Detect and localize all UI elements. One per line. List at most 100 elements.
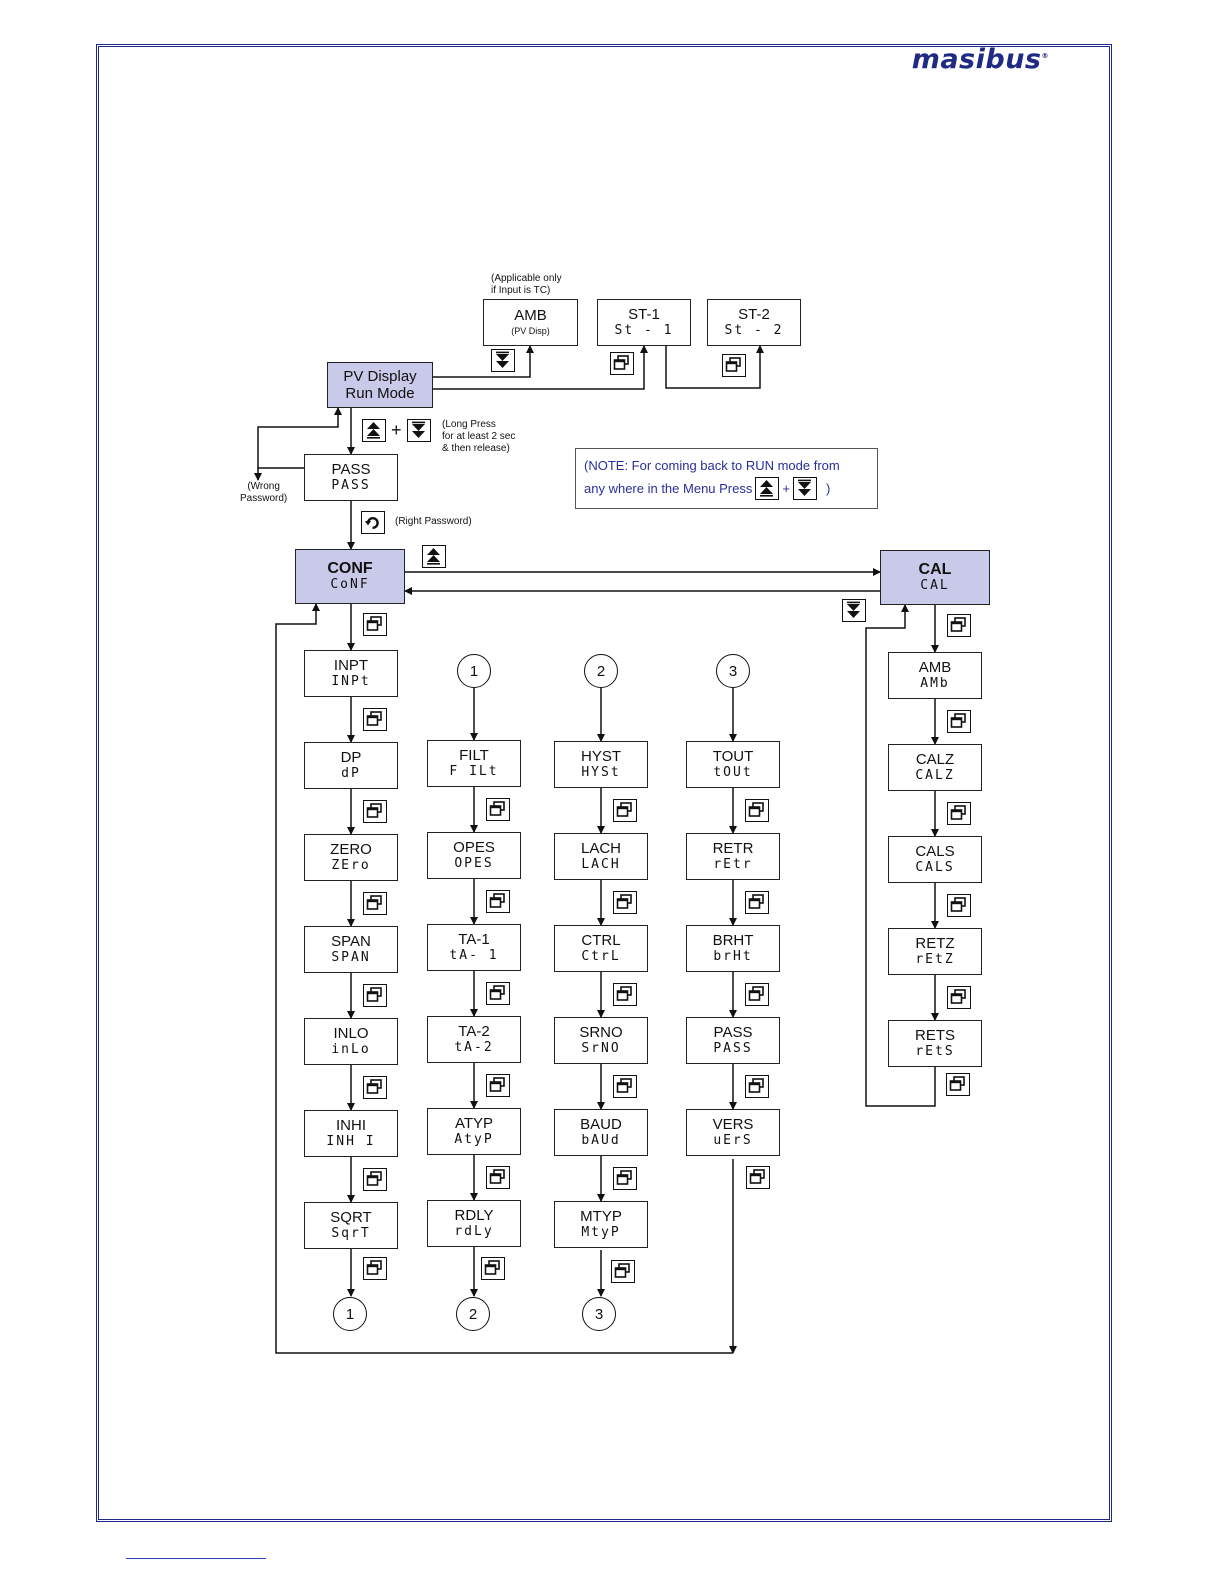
menu-key-icon <box>363 984 387 1007</box>
note-box-plus: + <box>782 481 790 496</box>
param-display-code: rEtS <box>915 1044 955 1059</box>
param-display-code: HYSt <box>581 765 621 780</box>
menu-key-icon <box>947 614 971 637</box>
menu-key-icon <box>613 1075 637 1098</box>
param-title: LACH <box>580 840 621 857</box>
note-box-line1: (NOTE: For coming back to RUN mode from <box>584 458 840 473</box>
menu-key-icon <box>947 802 971 825</box>
param-display-code: tA-2 <box>454 1040 494 1055</box>
param-title: HYST <box>580 748 621 765</box>
param-display-code: ZEro <box>331 858 371 873</box>
param-title: SRNO <box>579 1024 623 1041</box>
param-title: FILT <box>459 747 489 764</box>
menu-key-icon <box>363 892 387 915</box>
param-display-code: rEtZ <box>915 952 955 967</box>
menu-key-icon <box>481 1257 505 1280</box>
param-display-code: dP <box>341 766 361 781</box>
menu-key-icon <box>722 354 746 377</box>
param-title: TA-2 <box>458 1023 490 1040</box>
param-display-code: CALS <box>915 860 955 875</box>
param-title: DP <box>340 749 362 766</box>
menu-key-icon <box>745 799 769 822</box>
connector-line <box>665 345 764 389</box>
footer-rule <box>126 1558 266 1559</box>
param-display-code: rEtr <box>713 857 753 872</box>
param-title: RETZ <box>915 935 955 952</box>
param-display-code: AMb <box>920 676 950 691</box>
param-title: BAUD <box>580 1116 622 1133</box>
param-title: SPAN <box>331 933 371 950</box>
menu-key-icon <box>486 982 510 1005</box>
connector-line <box>433 345 534 378</box>
connector-line <box>865 604 936 1107</box>
param-title: VERS <box>712 1116 754 1133</box>
param-title: CALS <box>915 843 955 860</box>
param-display-code: INPt <box>331 674 371 689</box>
param-display-code: LACH <box>581 857 621 872</box>
param-title: BRHT <box>712 932 754 949</box>
param-title: INHI <box>336 1117 366 1134</box>
page-frame <box>96 44 1112 1522</box>
param-title: RETR <box>712 840 754 857</box>
menu-key-icon <box>363 1257 387 1280</box>
param-display-code: AtyP <box>454 1132 494 1147</box>
connector-circle-2-top: 2 <box>584 654 618 688</box>
menu-key-icon <box>613 1167 637 1190</box>
param-title: CTRL <box>581 932 621 949</box>
note-box-line2: any where in the Menu Press <box>584 481 753 496</box>
plus-sign: + <box>391 420 402 440</box>
param-title: PASS <box>713 1024 753 1041</box>
menu-key-icon <box>363 1076 387 1099</box>
note-right-password: (Right Password) <box>395 516 472 527</box>
param-title: MTYP <box>580 1208 622 1225</box>
menu-key-icon <box>947 894 971 917</box>
menu-key-icon <box>947 710 971 733</box>
menu-key-icon <box>486 798 510 821</box>
menu-key-icon <box>486 1166 510 1189</box>
connector-circle-1-top: 1 <box>457 654 491 688</box>
param-title: RDLY <box>454 1207 494 1224</box>
menu-key-icon <box>363 1168 387 1191</box>
param-display-code: inLo <box>331 1042 371 1057</box>
note-box: (NOTE: For coming back to RUN mode from … <box>575 448 878 509</box>
menu-key-icon <box>363 800 387 823</box>
connector-circle-3-bottom: 3 <box>582 1297 616 1331</box>
param-display-code: brHt <box>713 949 753 964</box>
menu-key-icon <box>363 613 387 636</box>
menu-key-icon <box>611 1260 635 1283</box>
enter-key-icon <box>361 511 385 534</box>
down-key-icon <box>407 419 431 442</box>
param-title: RETS <box>914 1027 955 1044</box>
menu-key-icon <box>745 891 769 914</box>
connector-line <box>275 603 733 1354</box>
param-display-code: F ILt <box>449 764 499 779</box>
up-key-icon <box>362 419 386 442</box>
param-display-code: PASS <box>713 1041 753 1056</box>
param-title: INPT <box>333 657 369 674</box>
param-display-code: SrNO <box>581 1041 621 1056</box>
down-key-icon <box>491 349 515 372</box>
connector-circle-1-bottom: 1 <box>333 1297 367 1331</box>
up-key-icon <box>755 477 780 500</box>
